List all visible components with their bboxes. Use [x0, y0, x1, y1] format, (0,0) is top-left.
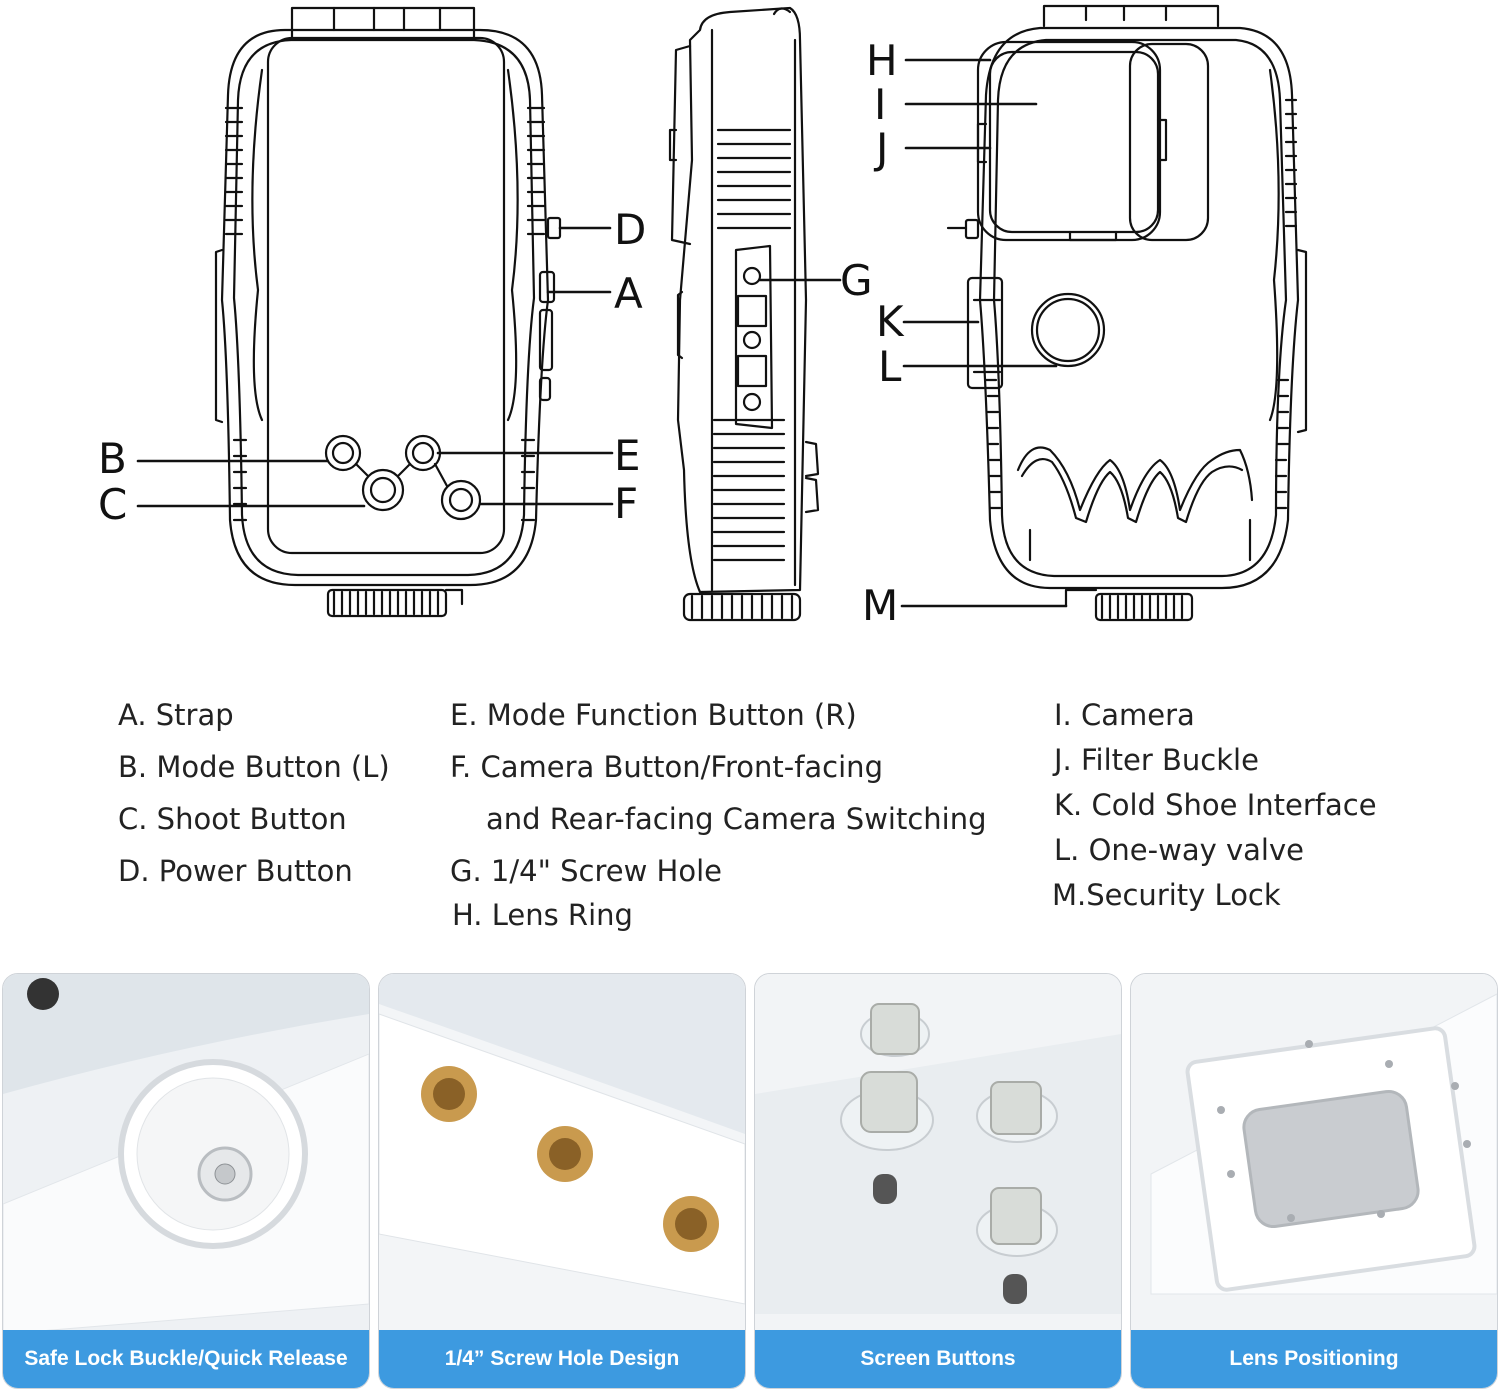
legend-item-l: L. One-way valve — [1054, 833, 1304, 867]
callout-f: F — [614, 479, 639, 528]
callout-l: L — [878, 342, 902, 391]
panel-caption: Lens Positioning — [1131, 1330, 1497, 1388]
callout-e: E — [614, 431, 641, 480]
legend-item-j: J. Filter Buckle — [1054, 743, 1259, 777]
legend-item-a: A. Strap — [118, 698, 234, 732]
screw-hole-photo — [379, 974, 745, 1388]
callout-h: H — [866, 36, 898, 85]
callout-m: M — [862, 581, 899, 630]
leader-lines — [136, 58, 1068, 608]
callout-k: K — [876, 297, 904, 346]
callout-g: G — [840, 256, 873, 305]
legend-item-c: C. Shoot Button — [118, 802, 347, 836]
legend-item-e: E. Mode Function Button (R) — [450, 698, 857, 732]
front-view — [214, 6, 562, 618]
callout-c: C — [98, 480, 128, 529]
panel-safe-lock: Safe Lock Buckle/Quick Release — [2, 973, 370, 1389]
callout-i: I — [874, 80, 887, 129]
screen-buttons-photo — [755, 974, 1121, 1388]
legend-item-g: G. 1/4" Screw Hole — [450, 854, 723, 888]
callout-b: B — [98, 434, 127, 483]
lens-positioning-photo — [1131, 974, 1497, 1388]
panel-caption: Safe Lock Buckle/Quick Release — [3, 1330, 369, 1388]
panel-screw-hole: 1/4” Screw Hole Design — [378, 973, 746, 1389]
callout-d: D — [614, 205, 647, 254]
housing-diagram — [136, 4, 1308, 622]
legend-item-d: D. Power Button — [118, 854, 353, 888]
panel-screen-buttons: Screen Buttons — [754, 973, 1122, 1389]
callout-a: A — [614, 269, 643, 318]
back-view — [946, 4, 1308, 622]
legend-item-i: I. Camera — [1054, 698, 1195, 732]
panel-caption: Screen Buttons — [755, 1330, 1121, 1388]
legend-item-m: M.Security Lock — [1052, 878, 1281, 912]
legend-item-k: K. Cold Shoe Interface — [1054, 788, 1377, 822]
legend-item-f: F. Camera Button/Front-facing — [450, 750, 883, 784]
legend-item-b: B. Mode Button (L) — [118, 750, 390, 784]
side-view — [668, 6, 820, 622]
legend-item-f-cont: and Rear-facing Camera Switching — [486, 802, 987, 836]
panel-lens-positioning: Lens Positioning — [1130, 973, 1498, 1389]
legend-item-h: H. Lens Ring — [452, 898, 633, 932]
safe-lock-photo — [3, 974, 369, 1388]
panel-caption: 1/4” Screw Hole Design — [379, 1330, 745, 1388]
callout-j: J — [876, 124, 889, 173]
